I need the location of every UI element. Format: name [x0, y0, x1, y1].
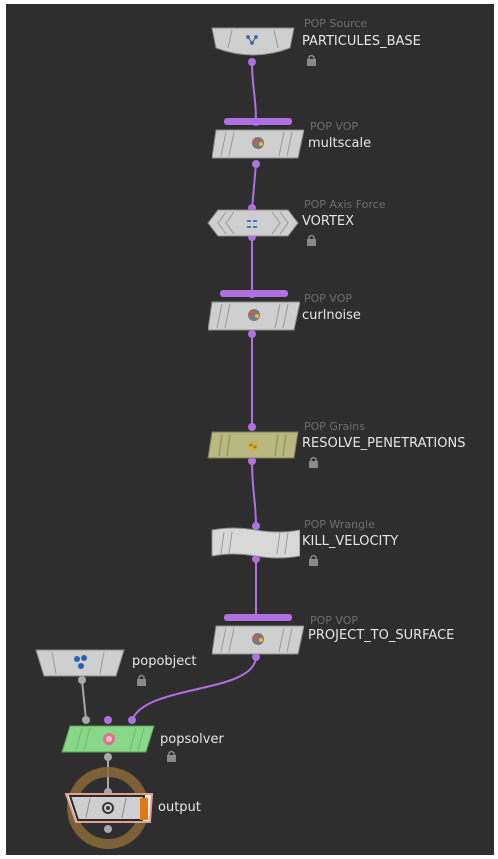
lock-icon[interactable]: [306, 54, 317, 66]
wire-multscale-vortex[interactable]: [251, 163, 257, 210]
node-name-label[interactable]: curlnoise: [302, 308, 361, 323]
vop-icon: [250, 631, 266, 647]
lock-icon[interactable]: [308, 456, 319, 468]
pop-object-icon: [72, 653, 90, 673]
lock-icon[interactable]: [166, 750, 177, 762]
node-name-label[interactable]: popsolver: [160, 732, 224, 747]
node-name-label[interactable]: PROJECT_TO_SURFACE: [308, 628, 455, 643]
node-vortex[interactable]: [206, 208, 300, 238]
source-icon: [244, 32, 260, 46]
node-particules-base[interactable]: [210, 26, 296, 60]
wrangle-icon: [248, 535, 262, 549]
node-type-label: POP VOP: [310, 614, 359, 627]
pop-solver-icon: [100, 731, 118, 747]
node-name-label[interactable]: multscale: [308, 136, 372, 151]
node-resolve-penetrations[interactable]: [206, 430, 300, 460]
vop-icon: [250, 135, 266, 151]
lock-icon[interactable]: [136, 674, 147, 686]
node-kill-velocity[interactable]: [210, 526, 301, 560]
wire-source-multscale[interactable]: [251, 61, 257, 123]
vop-icon: [246, 307, 262, 323]
wire-popobject-popsolver[interactable]: [81, 679, 87, 721]
node-type-label: POP VOP: [310, 120, 359, 133]
node-shape: [35, 649, 125, 677]
node-type-label: POP Source: [304, 17, 368, 30]
node-output[interactable]: [62, 766, 158, 854]
node-type-label: POP Grains: [304, 420, 365, 433]
lock-icon[interactable]: [308, 554, 319, 566]
node-multscale[interactable]: [211, 118, 305, 162]
axis-force-icon: [244, 216, 260, 230]
node-popsolver[interactable]: [60, 724, 156, 756]
network-editor[interactable]: POP Source PARTICULES_BASE POP VOP mults…: [6, 4, 494, 855]
node-name-label[interactable]: popobject: [132, 654, 197, 669]
output-icon: [100, 800, 116, 816]
node-name-label[interactable]: output: [158, 800, 201, 815]
node-popobject[interactable]: [34, 648, 126, 680]
node-shape: [207, 209, 299, 237]
wire-grains-wrangle[interactable]: [251, 459, 257, 528]
grains-icon: [246, 438, 260, 452]
node-type-label: POP Axis Force: [304, 198, 386, 211]
node-type-label: POP Wrangle: [304, 518, 375, 531]
node-name-label[interactable]: VORTEX: [302, 214, 355, 229]
wire-project-popsolver[interactable]: [131, 656, 257, 721]
node-name-label[interactable]: KILL_VELOCITY: [302, 534, 399, 549]
node-project-to-surface[interactable]: [211, 614, 305, 658]
node-curlnoise[interactable]: [207, 290, 301, 334]
node-name-label[interactable]: RESOLVE_PENETRATIONS: [302, 436, 466, 451]
node-name-label[interactable]: PARTICULES_BASE: [302, 34, 421, 49]
lock-icon[interactable]: [306, 234, 317, 246]
node-type-label: POP VOP: [304, 292, 353, 305]
node-shape: [64, 767, 154, 849]
